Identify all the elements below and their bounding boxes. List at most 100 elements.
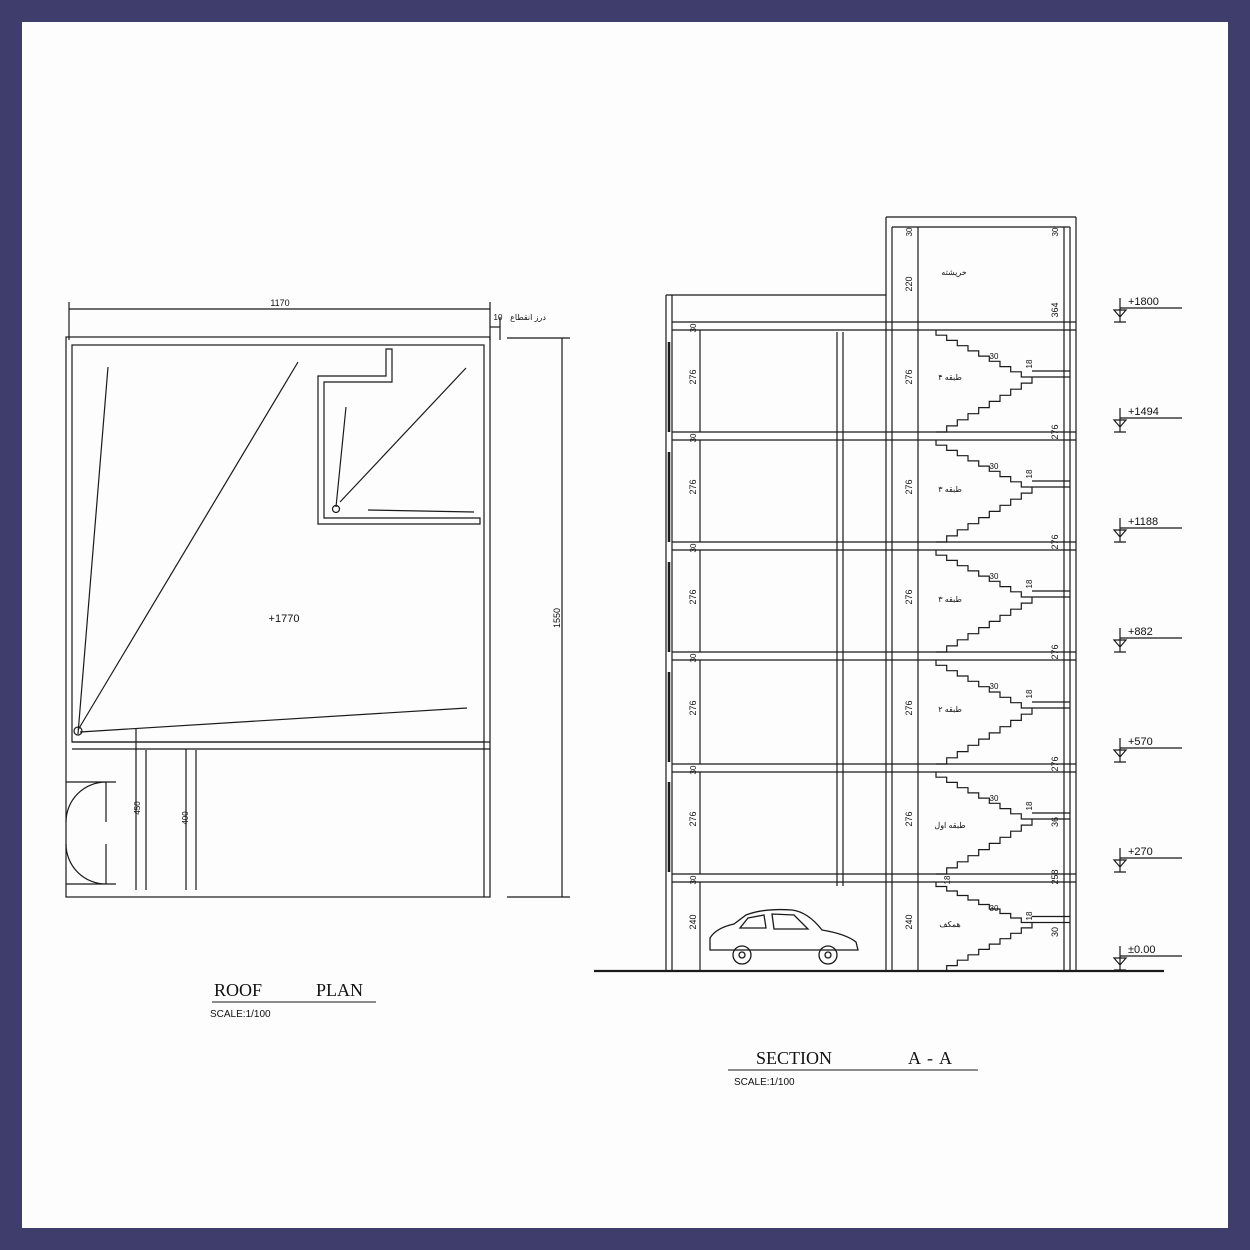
mid-story-dim: 240 [904, 914, 914, 929]
level-marker-icon [1112, 738, 1128, 763]
car-icon [709, 908, 859, 965]
section-titles: SECTION A-A SCALE:1/100 [728, 1048, 978, 1088]
right-story-dim: 36 [1050, 817, 1060, 827]
roof-plan [65, 302, 570, 898]
roof-width-dim: 1170 [270, 298, 289, 308]
stair-tread-dim: 30 [990, 462, 999, 471]
stair-flight-up [935, 660, 1032, 709]
roof-plan-title-a: ROOF [214, 980, 262, 1000]
stair-riser-dim: 18 [1025, 359, 1034, 368]
roof-inner-wall [71, 344, 485, 743]
stair-tread-dim: 30 [990, 682, 999, 691]
section-title-a: SECTION [756, 1048, 832, 1068]
floor-name-label: طبقه ۳ [938, 595, 962, 604]
roof-joint-label: درز انقطاع [510, 313, 546, 322]
slope-line [77, 361, 299, 731]
floor-name-label: همکف [939, 920, 961, 929]
mid-story-dim: 276 [904, 589, 914, 604]
stair-flight-up [935, 330, 1032, 378]
level-elevation-label: +1188 [1128, 516, 1158, 528]
stair-tread-dim: 30 [990, 352, 999, 361]
stair-flight-up [935, 550, 1032, 598]
floor-name-label: طبقه اول [934, 821, 965, 830]
right-story-dim: 276 [1050, 424, 1060, 439]
level-elevation-label: +270 [1128, 846, 1153, 858]
section-scale: SCALE:1/100 [734, 1077, 795, 1088]
left-slab-dim: 30 [689, 433, 698, 442]
roof-dim-400: 400 [181, 811, 190, 825]
stair-tread-dim: 30 [990, 904, 999, 913]
stair-riser-dim: 18 [1025, 469, 1034, 478]
left-story-dim: 276 [688, 811, 698, 826]
section-aa [594, 216, 1164, 973]
left-slab-dim: 30 [689, 875, 698, 884]
left-story-dim: 276 [688, 479, 698, 494]
level-marker-icon [1112, 298, 1128, 323]
roof-plan-scale: SCALE:1/100 [210, 1009, 271, 1020]
level-elevation-label: +1800 [1128, 296, 1159, 308]
level-elevation-label: ±0.00 [1128, 944, 1155, 956]
stair-flight-down [936, 922, 1033, 972]
stair-flight-down [936, 487, 1033, 543]
drawing-sheet: 1170 1550 10 درز انقطاع +1770 450 400 RO… [22, 22, 1228, 1228]
stair-flight-up [935, 772, 1032, 820]
stair-riser-dim: 18 [1025, 579, 1034, 588]
roof-dim-450: 450 [133, 801, 142, 815]
level-elevation-label: +882 [1128, 626, 1153, 638]
left-story-dim: 276 [688, 700, 698, 715]
stair-flight-up [935, 882, 1032, 924]
stair-flight-down [936, 708, 1033, 765]
stair-flight-up [935, 440, 1032, 488]
right-story-dim: 276 [1050, 756, 1060, 771]
drain-line [335, 406, 347, 508]
level-elevation-label: +570 [1128, 736, 1153, 748]
left-story-dim: 240 [688, 914, 698, 929]
drain-line [77, 366, 109, 735]
stair-head-room [317, 348, 481, 525]
level-elevation-label: +1494 [1128, 406, 1159, 418]
roof-plan-labels: 1170 1550 10 درز انقطاع +1770 450 400 RO… [133, 298, 562, 1020]
section-title-b: A-A [908, 1048, 958, 1068]
stair-flight-down [936, 377, 1033, 433]
roof-drain-icon [73, 726, 83, 736]
stair-riser-dim: 18 [1025, 911, 1034, 920]
floor-name-label: طبقه ۳ [938, 485, 962, 494]
level-marker-icon [1112, 946, 1128, 971]
drain-line [367, 509, 475, 513]
right-story-dim: 276 [1050, 534, 1060, 549]
top-slab-dim: 30 [1051, 227, 1060, 236]
level-marker-icon [1112, 628, 1128, 653]
roof-elevation-label: +1770 [269, 613, 300, 625]
floor-name-label: طبقه ۲ [938, 705, 962, 714]
right-story-dim: 258 [1050, 869, 1060, 884]
right-story-dim: 30 [1050, 927, 1060, 937]
stair-riser-dim: 18 [1025, 801, 1034, 810]
mid-story-dim: 276 [904, 369, 914, 384]
stair-riser-dim: 18 [1025, 689, 1034, 698]
left-slab-dim: 30 [689, 323, 698, 332]
stair-tread-dim: 30 [990, 794, 999, 803]
left-slab-dim: 30 [689, 543, 698, 552]
floor-name-label: طبقه ۴ [938, 373, 962, 382]
stair-drain-icon [331, 504, 341, 514]
roof-outer-wall [65, 336, 491, 898]
stair-riser-dim: 18 [943, 875, 952, 884]
left-story-dim: 276 [688, 589, 698, 604]
floor-name-label: خرپشته [941, 268, 966, 277]
top-slab-dim: 30 [905, 227, 914, 236]
left-slab-dim: 30 [689, 653, 698, 662]
roof-joint-dim: 10 [494, 313, 503, 322]
left-story-dim: 276 [688, 369, 698, 384]
mid-story-dim: 276 [904, 811, 914, 826]
right-story-dim: 276 [1050, 644, 1060, 659]
mid-story-dim: 276 [904, 479, 914, 494]
roof-plan-title-b: PLAN [316, 980, 363, 1000]
slope-line [339, 367, 467, 503]
level-marker-icon [1112, 518, 1128, 543]
drawing-canvas: 1170 1550 10 درز انقطاع +1770 450 400 RO… [65, 216, 1182, 1088]
mid-story-dim: 276 [904, 700, 914, 715]
roof-height-dim: 1550 [552, 608, 562, 628]
right-story-dim: 364 [1050, 302, 1060, 317]
entrance-door-icon [65, 781, 116, 885]
stair-flight-down [936, 819, 1033, 875]
